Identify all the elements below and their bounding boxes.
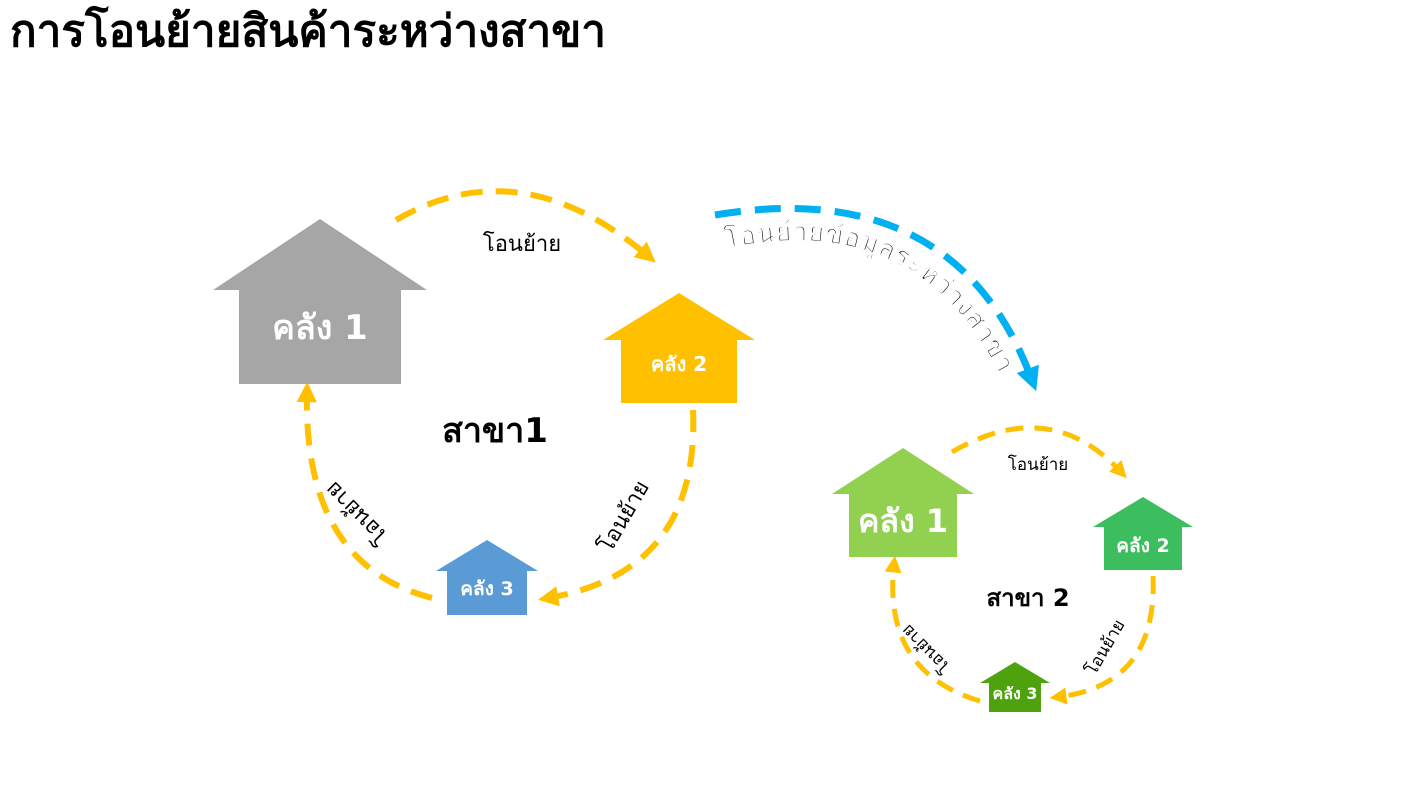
- b1-transfer-label-3: โอนย้าย: [320, 476, 394, 550]
- b2-arrow-wh1-to-wh2: [950, 425, 1127, 479]
- b1-warehouse-2: คลัง 2: [603, 293, 755, 403]
- b2-warehouse-1-label: คลัง 1: [858, 502, 948, 540]
- b2-arrow-wh2-to-wh3: [1049, 575, 1156, 705]
- page-title: การโอนย้ายสินค้าระหว่างสาขา: [10, 6, 606, 57]
- b2-warehouse-2: คลัง 2: [1093, 497, 1193, 570]
- b1-arrow-wh1-to-wh2: [394, 188, 656, 263]
- b2-warehouse-3-label: คลัง 3: [992, 684, 1037, 703]
- b1-warehouse-3: คลัง 3: [436, 540, 538, 615]
- branch2-name: สาขา 2: [986, 584, 1069, 612]
- b1-arrow-wh3-to-wh1: [296, 381, 433, 601]
- b1-arrow-wh2-to-wh3: [537, 409, 697, 607]
- b2-transfer-label-1: โอนย้าย: [1008, 454, 1068, 475]
- b1-transfer-label-1: โอนย้าย: [483, 231, 561, 257]
- b1-transfer-label-2: โอนย้าย: [593, 476, 655, 557]
- b2-warehouse-2-label: คลัง 2: [1116, 535, 1169, 557]
- b2-arrow-wh3-to-wh1: [884, 555, 981, 704]
- b1-warehouse-3-label: คลัง 3: [460, 578, 513, 600]
- inter-branch-label: โอนย้ายข้อมูลระหว่างสาขา: [721, 218, 1020, 378]
- inter-branch-arrow: [714, 205, 1039, 392]
- branch1-name: สาขา1: [442, 411, 548, 451]
- b1-warehouse-1: คลัง 1: [213, 219, 427, 384]
- b2-warehouse-3: คลัง 3: [980, 662, 1050, 712]
- b1-warehouse-1-label: คลัง 1: [272, 308, 368, 348]
- b2-warehouse-1: คลัง 1: [832, 448, 974, 557]
- b1-warehouse-2-label: คลัง 2: [651, 352, 707, 376]
